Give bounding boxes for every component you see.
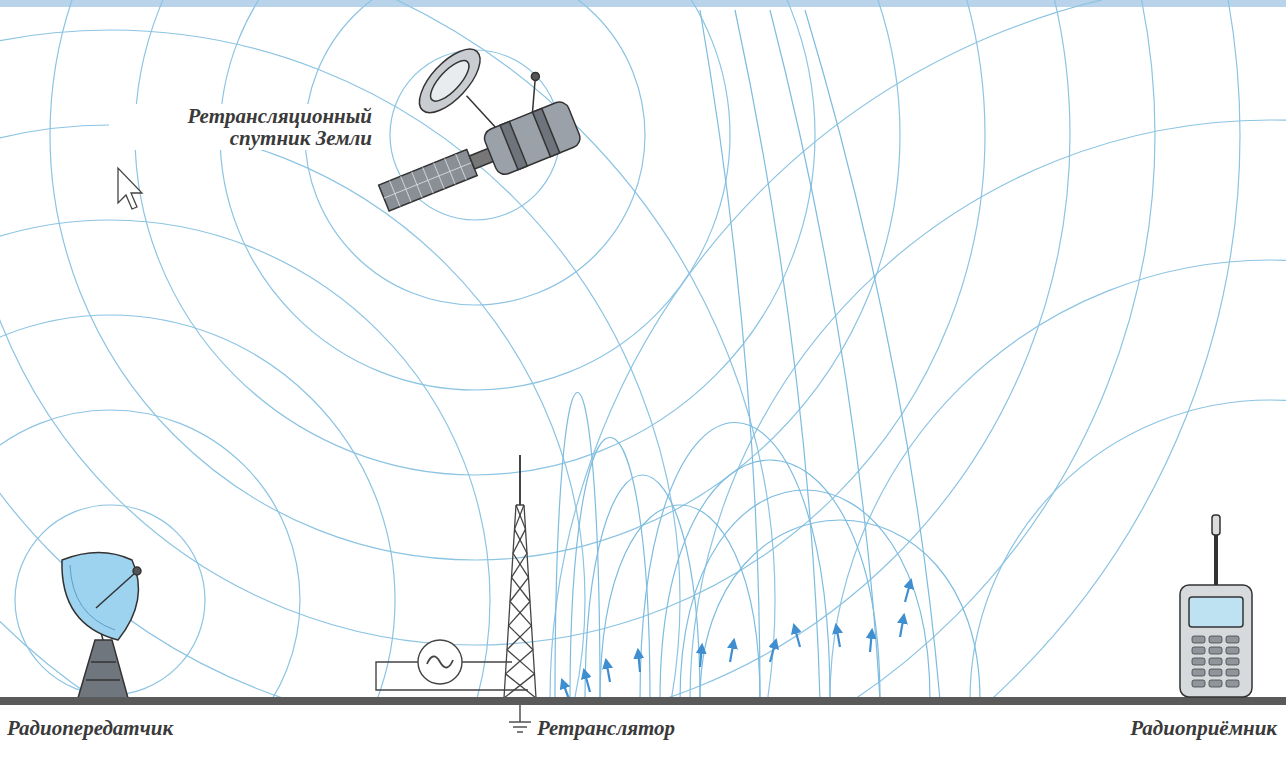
receiver-wave [550, 0, 1286, 700]
satellite-wave [0, 0, 1240, 700]
field-arrows [562, 580, 911, 702]
antenna-lobes [555, 10, 980, 700]
lobe-line [660, 460, 880, 700]
wave-fronts [0, 0, 1286, 700]
field-arrow [836, 625, 840, 647]
field-line [735, 10, 820, 700]
satellite-wave [135, 0, 815, 475]
lobe-line [555, 393, 600, 701]
field-arrow [730, 640, 734, 662]
top-bar [0, 0, 1286, 7]
mouse-cursor [118, 168, 142, 209]
field-arrow [770, 640, 776, 662]
mobile-phone [1180, 515, 1252, 697]
field-line [700, 10, 760, 700]
relay-tower [504, 455, 536, 698]
lobe-line [680, 490, 930, 700]
transmitter-wave [0, 410, 300, 700]
field-arrow [584, 670, 590, 692]
lobe-line [640, 423, 830, 701]
field-arrow [794, 625, 800, 647]
field-line [770, 10, 880, 700]
satellite-wave [0, 0, 1070, 700]
lobe-line [600, 505, 760, 700]
satellite-label: Ретрансляционный спутник Земли [109, 104, 375, 150]
transmitter-wave [0, 30, 680, 700]
field-arrow [905, 580, 911, 602]
lobe-line [585, 475, 700, 700]
satellite-wave [220, 0, 730, 390]
field-arrow [700, 645, 702, 667]
satellite-wave [0, 0, 1155, 700]
receiver-label: Радиоприёмник [1127, 716, 1280, 740]
field-arrow [870, 630, 872, 652]
transmitter-wave [0, 125, 585, 700]
field-arrow [900, 615, 904, 637]
receiver-wave [830, 260, 1286, 700]
lobe-line [570, 438, 650, 701]
relay-label: Ретранслятор [534, 716, 678, 740]
receiver-wave [690, 120, 1286, 700]
satellite [340, 13, 583, 221]
receiver-wave [970, 400, 1286, 700]
satellite-wave [305, 0, 645, 305]
transmitter-wave [0, 0, 775, 700]
transmitter-label: Радиопередатчик [4, 716, 176, 740]
field-arrow [606, 660, 610, 682]
field-line [805, 10, 940, 700]
ground-symbol [509, 705, 531, 732]
ground-line [0, 697, 1286, 705]
dish-antenna [62, 553, 141, 699]
satellite-wave [50, 0, 900, 560]
transmitter-wave [0, 315, 395, 700]
solar-panel [379, 150, 478, 212]
field-arrow [638, 650, 640, 672]
transmitter-wave [0, 220, 490, 700]
